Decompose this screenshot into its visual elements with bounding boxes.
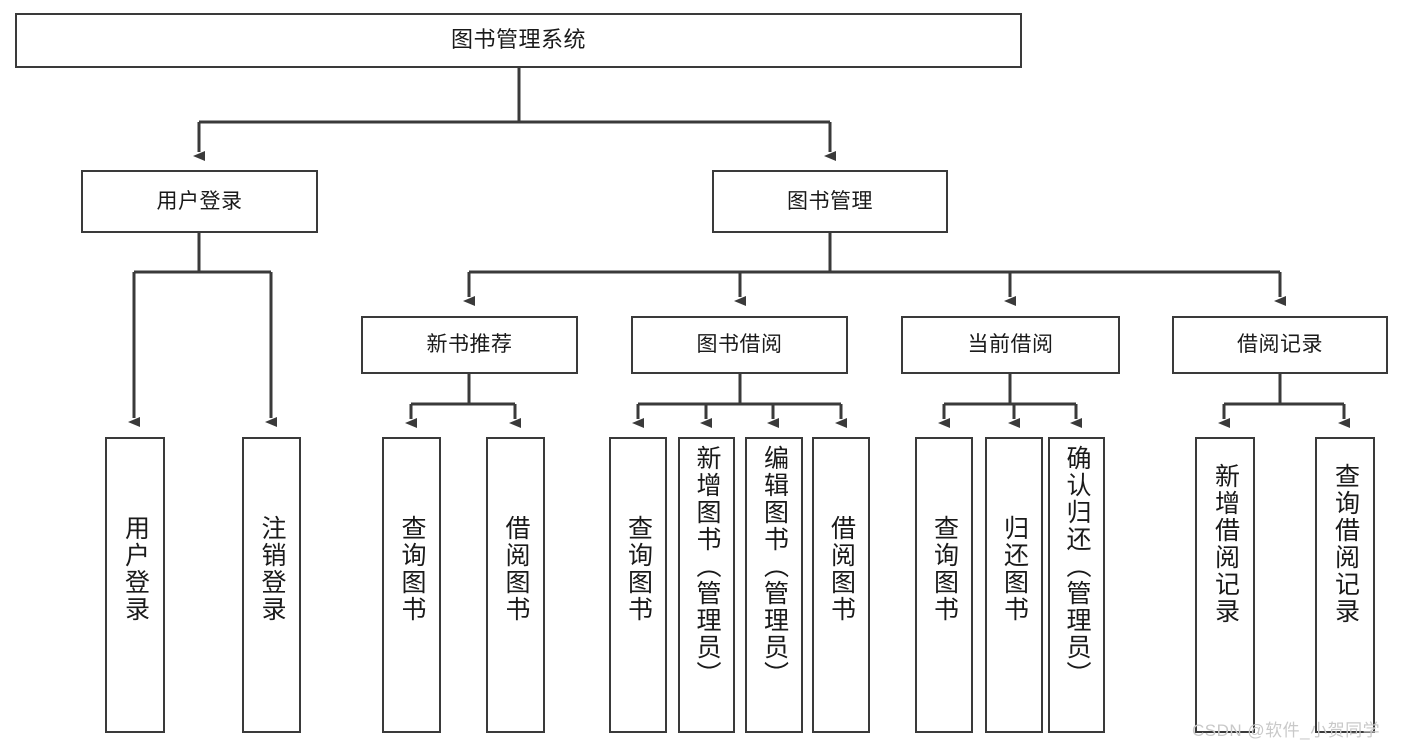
node-label: 查询图书 bbox=[398, 515, 426, 623]
node-leaf-return-book[interactable]: 归还图书 bbox=[985, 437, 1043, 733]
csdn-watermark: CSDN @软件_小贺同学 bbox=[1192, 721, 1381, 740]
node-label: 借阅图书 bbox=[827, 515, 856, 623]
node-label: 查询图书 bbox=[930, 515, 959, 623]
node-label: 借阅图书 bbox=[502, 515, 530, 623]
node-label: 新增图书（管理员） bbox=[693, 445, 721, 688]
node-label: 新增借阅记录 bbox=[1211, 463, 1240, 625]
node-leaf-query-book-current[interactable]: 查询图书 bbox=[915, 437, 973, 733]
node-label: 查询借阅记录 bbox=[1331, 463, 1360, 625]
node-leaf-logout-login[interactable]: 注销登录 bbox=[242, 437, 301, 733]
node-label: 当前借阅 bbox=[967, 333, 1054, 357]
node-root-book-management-system[interactable]: 图书管理系统 bbox=[15, 13, 1022, 68]
node-current-borrow[interactable]: 当前借阅 bbox=[901, 316, 1120, 374]
node-user-login[interactable]: 用户登录 bbox=[81, 170, 318, 233]
node-new-book-recommend[interactable]: 新书推荐 bbox=[361, 316, 578, 374]
node-leaf-query-borrow-record[interactable]: 查询借阅记录 bbox=[1315, 437, 1375, 733]
node-label: 用户登录 bbox=[121, 515, 150, 623]
node-book-management[interactable]: 图书管理 bbox=[712, 170, 948, 233]
node-borrow-record[interactable]: 借阅记录 bbox=[1172, 316, 1388, 374]
node-leaf-edit-book[interactable]: 编辑图书（管理员） bbox=[745, 437, 803, 733]
node-leaf-borrow-book-recommend[interactable]: 借阅图书 bbox=[486, 437, 545, 733]
node-leaf-borrow-book[interactable]: 借阅图书 bbox=[812, 437, 870, 733]
node-label: 用户登录 bbox=[156, 189, 243, 213]
node-label: 确认归还（管理员） bbox=[1063, 445, 1091, 688]
node-leaf-query-book-borrow[interactable]: 查询图书 bbox=[609, 437, 667, 733]
node-label: 图书借阅 bbox=[696, 333, 783, 357]
node-label: 查询图书 bbox=[624, 515, 653, 623]
node-leaf-add-book[interactable]: 新增图书（管理员） bbox=[678, 437, 735, 733]
node-leaf-query-book-recommend[interactable]: 查询图书 bbox=[382, 437, 441, 733]
node-label: 注销登录 bbox=[258, 515, 286, 623]
node-book-borrow[interactable]: 图书借阅 bbox=[631, 316, 848, 374]
node-leaf-confirm-return[interactable]: 确认归还（管理员） bbox=[1048, 437, 1105, 733]
node-label: 图书管理系统 bbox=[450, 27, 586, 53]
node-label: 新书推荐 bbox=[426, 333, 513, 357]
node-label: 借阅记录 bbox=[1237, 333, 1323, 357]
node-label: 归还图书 bbox=[1000, 515, 1029, 623]
node-leaf-user-login[interactable]: 用户登录 bbox=[105, 437, 165, 733]
node-label: 编辑图书（管理员） bbox=[760, 445, 789, 688]
node-label: 图书管理 bbox=[787, 189, 873, 213]
node-leaf-add-borrow-record[interactable]: 新增借阅记录 bbox=[1195, 437, 1255, 733]
